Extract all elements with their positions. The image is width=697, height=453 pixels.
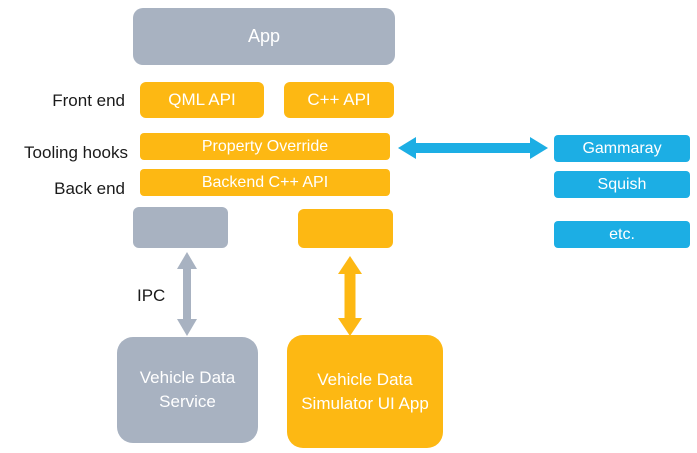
qml-api-box: QML API (140, 82, 264, 118)
tooling-hooks-label: Tooling hooks (24, 143, 128, 162)
backend-api-box: Backend C++ API (140, 169, 390, 196)
property-override-box: Property Override (140, 133, 390, 160)
vehicle-data-service-box: Vehicle Data Service (117, 337, 258, 443)
ipc-label: IPC (137, 286, 166, 305)
gray-connector-box (133, 207, 228, 248)
etc-box: etc. (554, 221, 690, 248)
cpp-api-box: C++ API (284, 82, 394, 118)
squish-box: Squish (554, 171, 690, 198)
vehicle-data-simulator-box: Vehicle Data Simulator UI App (287, 335, 443, 448)
gammaray-box: Gammaray (554, 135, 690, 162)
front-end-label: Front end (52, 91, 125, 110)
tooling-connection-arrow (398, 137, 548, 159)
app-box: App (133, 8, 395, 65)
ipc-arrow (177, 252, 197, 336)
orange-connector-box (298, 209, 393, 248)
back-end-label: Back end (54, 179, 125, 198)
simulator-arrow (338, 256, 362, 336)
